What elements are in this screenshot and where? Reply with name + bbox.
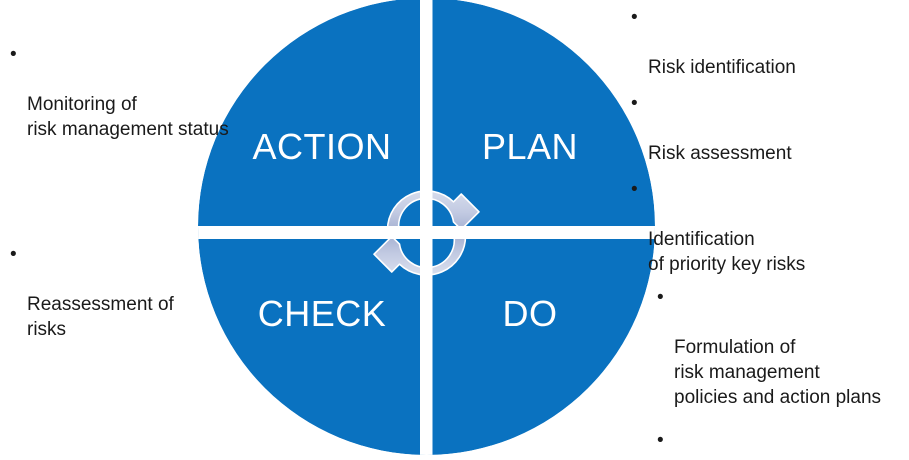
callout-plan-item-3: • Identification of priority key risks <box>631 177 906 277</box>
callout-check: • Reassessment of risks <box>10 242 240 342</box>
cycle-arrow-mask-horizontal <box>363 226 493 239</box>
callout-plan-item-2: • Risk assessment <box>631 91 906 166</box>
cycle-arrows-icon <box>363 168 493 298</box>
quadrant-label-plan: PLAN <box>481 126 579 167</box>
pdca-wheel <box>198 0 655 455</box>
callout-do: • Formulation of risk management policie… <box>657 285 909 460</box>
callout-plan: • Risk identification • Risk assessment … <box>631 5 906 288</box>
quadrant-label-check: CHECK <box>257 293 387 334</box>
callout-plan-item-1: • Risk identification <box>631 5 906 80</box>
cycle-arrow-top <box>386 190 480 231</box>
callout-plan-item-2-text: Risk assessment <box>648 143 792 164</box>
callout-action-item-1: • Monitoring of risk management status <box>10 42 260 142</box>
callout-plan-item-3-text: Identification of priority key risks <box>648 229 806 275</box>
bullet-icon: • <box>10 244 17 265</box>
bullet-icon: • <box>10 44 17 65</box>
callout-action-item-1-text: Monitoring of risk management status <box>27 94 229 140</box>
callout-plan-item-1-text: Risk identification <box>648 57 796 78</box>
callout-action: • Monitoring of risk management status <box>10 42 260 142</box>
bullet-icon: • <box>631 7 638 28</box>
callout-check-item-1-text: Reassessment of risks <box>27 294 174 340</box>
bullet-icon: • <box>631 179 638 200</box>
quadrant-label-do: DO <box>502 293 558 334</box>
bullet-icon: • <box>657 430 664 451</box>
bullet-icon: • <box>657 287 664 308</box>
callout-do-item-1: • Formulation of risk management policie… <box>657 285 909 410</box>
bullet-icon: • <box>631 93 638 114</box>
cycle-arrow-bottom <box>373 235 467 276</box>
callout-do-item-1-text: Formulation of risk management policies … <box>674 337 882 408</box>
callout-do-item-2: • Execution of risk management activitie… <box>657 428 909 460</box>
quadrant-label-action: ACTION <box>252 126 392 167</box>
callout-check-item-1: • Reassessment of risks <box>10 242 240 342</box>
